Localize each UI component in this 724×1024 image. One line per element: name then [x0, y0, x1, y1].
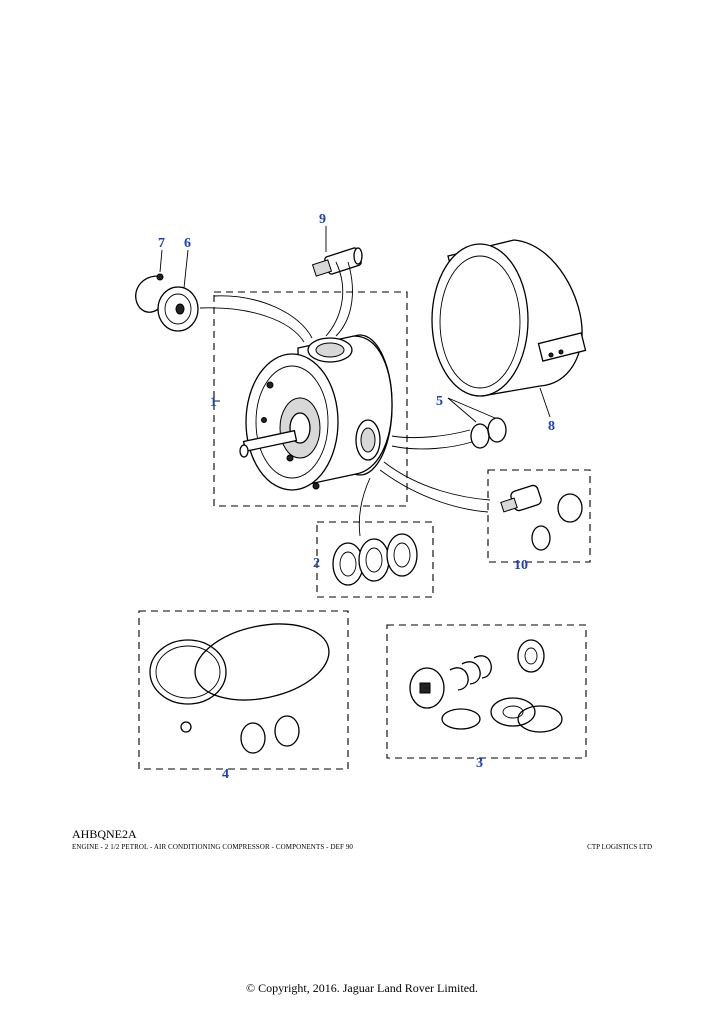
group-box-1 — [213, 291, 408, 507]
o-rings-5 — [470, 417, 507, 449]
callout-6: 6 — [184, 236, 191, 251]
callout-8: 8 — [548, 419, 555, 434]
callout-2: 2 — [313, 556, 320, 571]
callout-7: 7 — [158, 236, 165, 251]
group-box-10 — [487, 469, 591, 563]
seals-4 — [149, 623, 330, 754]
callout-9: 9 — [319, 212, 326, 227]
clutch-band-8 — [431, 239, 587, 397]
callout-4: 4 — [222, 767, 229, 782]
diagram-caption: ENGINE - 2 1/2 PETROL - AIR CONDITIONING… — [72, 843, 354, 851]
diagram-reference-code: AHBQNE2A — [72, 827, 137, 841]
shims-2 — [332, 533, 418, 586]
group-box-3 — [386, 624, 587, 759]
seal-kit-3 — [409, 639, 563, 733]
supplier-name: CTP LOGISTICS LTD — [587, 843, 652, 851]
group-box-4 — [138, 610, 349, 770]
leader-lines — [159, 226, 551, 537]
callout-1: 1 — [210, 395, 217, 410]
pressure-switch — [311, 247, 363, 277]
front-plate-6 — [157, 286, 199, 332]
valve-10 — [500, 484, 583, 551]
callout-10: 10 — [514, 558, 528, 573]
callout-5: 5 — [436, 394, 443, 409]
compressor-body — [239, 334, 393, 491]
copyright-notice: © Copyright, 2016. Jaguar Land Rover Lim… — [245, 981, 479, 995]
callout-3: 3 — [476, 756, 483, 771]
